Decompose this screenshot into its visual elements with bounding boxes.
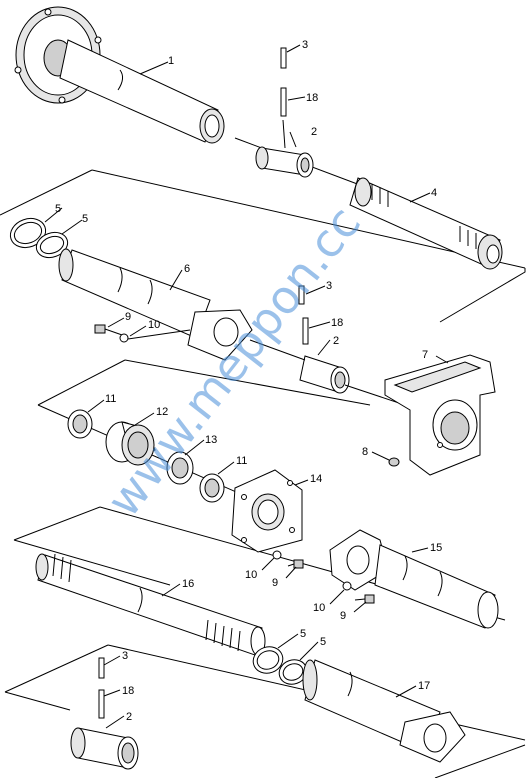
callout-18: 18 <box>122 685 134 697</box>
part-18-roller-lower <box>98 689 105 719</box>
callout-18: 18 <box>331 317 343 329</box>
callout-12: 12 <box>156 406 168 418</box>
part-9-bolt-lower-b <box>354 594 375 604</box>
part-7-bracket-housing <box>384 354 496 476</box>
callout-9: 9 <box>340 610 346 622</box>
callout-11: 11 <box>236 455 247 467</box>
part-15-tube-flange <box>329 529 499 629</box>
callout-3: 3 <box>302 39 308 51</box>
callout-10: 10 <box>313 602 325 614</box>
part-18-roller-middle <box>302 317 309 345</box>
part-10-washer-lower-a <box>272 550 282 560</box>
part-8-plug <box>371 451 400 467</box>
leader-lines <box>44 44 449 729</box>
part-6-tube-flange <box>58 248 253 361</box>
callout-14: 14 <box>310 473 322 485</box>
callout-8: 8 <box>362 446 368 458</box>
callout-9: 9 <box>272 577 278 589</box>
part-5-orings-upper <box>9 217 69 259</box>
part-3-pin-middle <box>298 285 305 305</box>
watermark-text: www.meppon.cc <box>96 196 371 527</box>
callout-9: 9 <box>125 311 131 323</box>
callout-7: 7 <box>422 349 428 361</box>
part-2-bushing-lower <box>70 727 139 770</box>
part-4-splined-shaft <box>234 137 503 270</box>
part-1-axle-housing <box>14 6 225 144</box>
part-5-orings-lower <box>252 646 308 685</box>
callout-15: 15 <box>430 542 442 554</box>
part-3-pin-lower <box>98 657 105 679</box>
callout-5: 5 <box>300 628 306 640</box>
callout-labels: 1 3 18 2 4 5 5 6 9 10 3 18 2 7 8 11 12 1… <box>55 39 442 723</box>
part-17-tube-flange <box>302 659 466 763</box>
part-10-washer-lower-b <box>342 581 352 591</box>
part-9-bolt-middle <box>94 324 126 337</box>
callout-5: 5 <box>320 636 326 648</box>
callout-3: 3 <box>122 650 128 662</box>
part-10-washer-middle <box>119 329 191 343</box>
callout-5: 5 <box>55 203 61 215</box>
callout-16: 16 <box>182 578 194 590</box>
part-18-roller-upper <box>280 87 287 149</box>
callout-11: 11 <box>105 393 116 405</box>
callout-13: 13 <box>205 434 217 446</box>
part-2-bushing-middle <box>249 339 421 411</box>
part-12-bearing-cup <box>105 421 156 466</box>
callout-3: 3 <box>326 280 332 292</box>
callout-18: 18 <box>306 92 318 104</box>
callout-2: 2 <box>333 335 339 347</box>
callout-2: 2 <box>126 711 132 723</box>
part-2-bushing-upper <box>255 146 314 178</box>
callout-5: 5 <box>82 213 88 225</box>
callout-2: 2 <box>311 126 317 138</box>
part-13-bearing-cone <box>166 451 194 485</box>
callout-10: 10 <box>148 319 160 331</box>
callout-1: 1 <box>168 55 174 67</box>
callout-6: 6 <box>184 263 190 275</box>
callout-10: 10 <box>245 569 257 581</box>
part-14-flange-plate <box>231 469 303 553</box>
part-16-splined-shaft <box>35 553 266 656</box>
part-9-bolt-lower-a <box>287 559 304 569</box>
part-3-pin-upper <box>280 47 287 69</box>
callout-17: 17 <box>418 680 430 692</box>
callout-4: 4 <box>431 187 437 199</box>
part-11-seal-right <box>199 473 225 503</box>
part-11-seal-left <box>67 409 93 439</box>
